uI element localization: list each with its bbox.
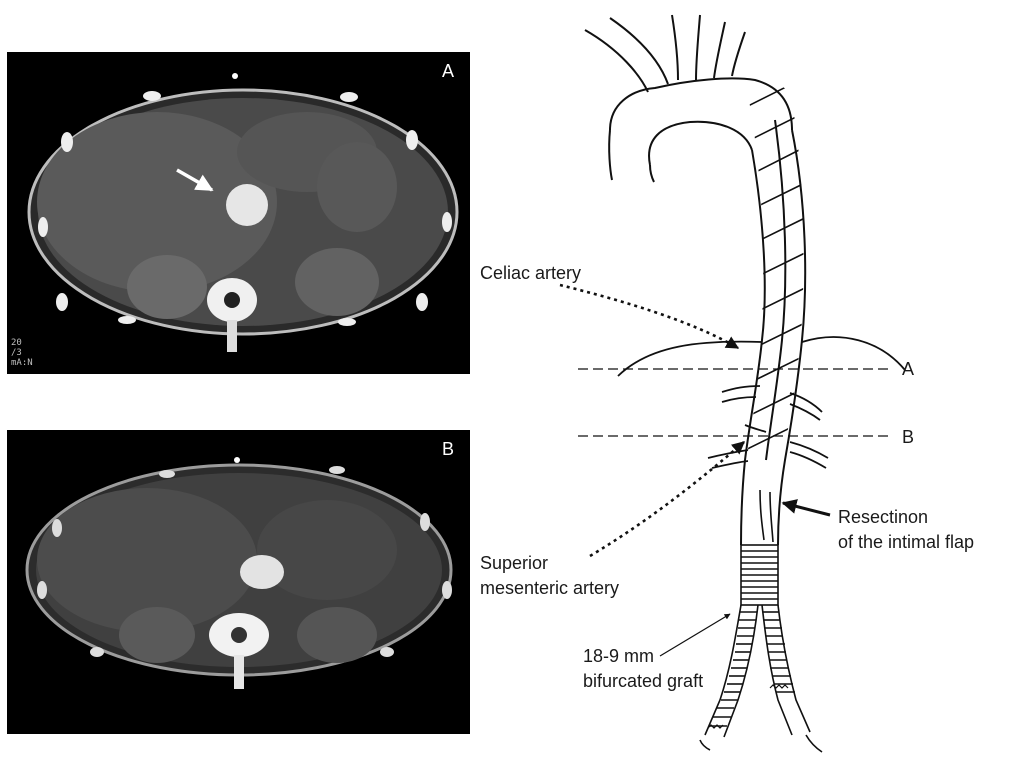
level-label-b: B <box>902 428 914 446</box>
sma-arrow <box>590 442 744 556</box>
panel-a-letter: A <box>442 62 454 80</box>
label-graft-line1: 18-9 mm <box>583 645 654 668</box>
graft-trunk <box>741 545 778 605</box>
ct-corner-annotation: 20 /3 mA:N <box>11 338 33 368</box>
label-celiac-artery: Celiac artery <box>480 262 581 285</box>
celiac-arrow <box>560 285 738 348</box>
resection-arrow <box>783 503 830 515</box>
level-label-a: A <box>902 360 914 378</box>
intimal-flap <box>760 490 773 542</box>
label-resection-line2: of the intimal flap <box>838 531 974 554</box>
panel-b-letter: B <box>442 440 454 458</box>
ct-scan-b-drawing <box>7 430 470 734</box>
aortic-arch <box>609 78 792 182</box>
descending-aorta <box>741 120 805 545</box>
label-sma-line2: mesenteric artery <box>480 577 619 600</box>
label-graft-line2: bifurcated graft <box>583 670 703 693</box>
ct-scan-a-drawing <box>7 52 470 374</box>
false-lumen-hatching <box>725 80 815 460</box>
label-sma-line1: Superior <box>480 552 548 575</box>
arch-branch-vessels <box>585 15 745 92</box>
ct-image-a: A 20 /3 mA:N <box>7 52 470 374</box>
graft-limbs <box>700 605 822 752</box>
label-resection-line1: Resectinon <box>838 506 928 529</box>
graft-pointer <box>660 614 730 656</box>
ct-image-b: B <box>7 430 470 734</box>
